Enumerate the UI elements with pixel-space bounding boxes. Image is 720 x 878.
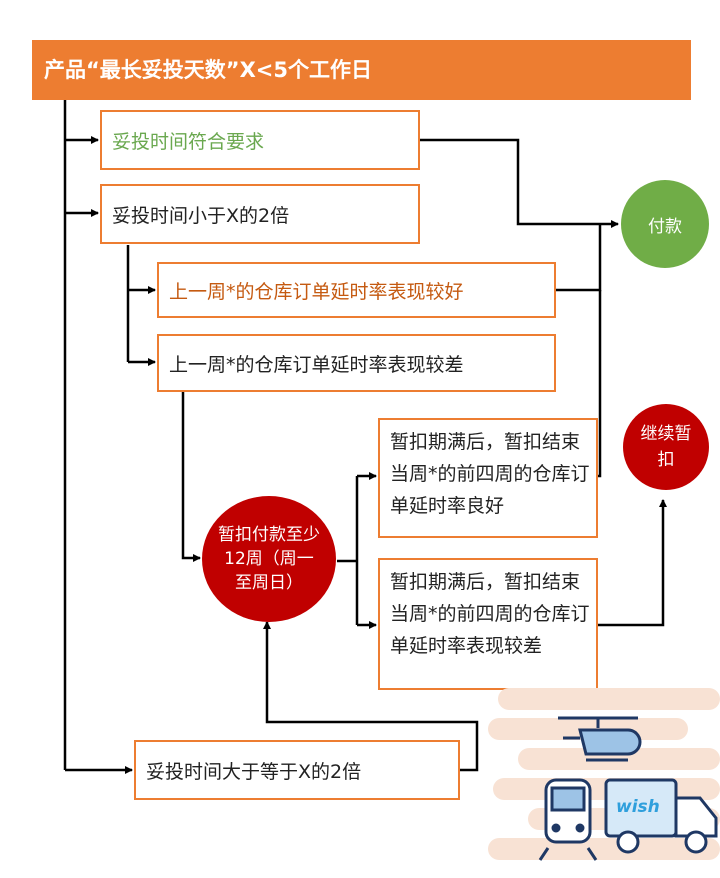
transport-decoration: wish [488, 688, 720, 861]
hold-good-box: 暂扣期满后，暂扣结束当周*的前四周的仓库订单延时率良好 [378, 418, 598, 538]
helicopter-icon [558, 716, 642, 762]
ge-2x-box: 妥投时间大于等于X的2倍 [134, 740, 460, 800]
hold-bad-box: 暂扣期满后，暂扣结束当周*的前四周的仓库订单延时率表现较差 [378, 558, 598, 690]
train-icon [538, 778, 598, 861]
hold-payment-circle: 暂扣付款至少12周（周一至周日） [202, 496, 336, 622]
less-than-2x-box: 妥投时间小于X的2倍 [100, 184, 420, 244]
flowchart-title: 产品“最长妥投天数”X<5个工作日 [32, 40, 691, 100]
last-week-good-box: 上一周*的仓库订单延时率表现较好 [157, 262, 556, 318]
last-week-bad-box: 上一周*的仓库订单延时率表现较差 [157, 334, 556, 392]
meets-requirement-box: 妥投时间符合要求 [100, 110, 420, 170]
delivery-truck-icon: wish [604, 778, 718, 854]
truck-logo-text: wish [616, 797, 660, 817]
continue-hold-circle: 继续暂扣 [623, 404, 709, 490]
payment-circle: 付款 [621, 180, 709, 268]
